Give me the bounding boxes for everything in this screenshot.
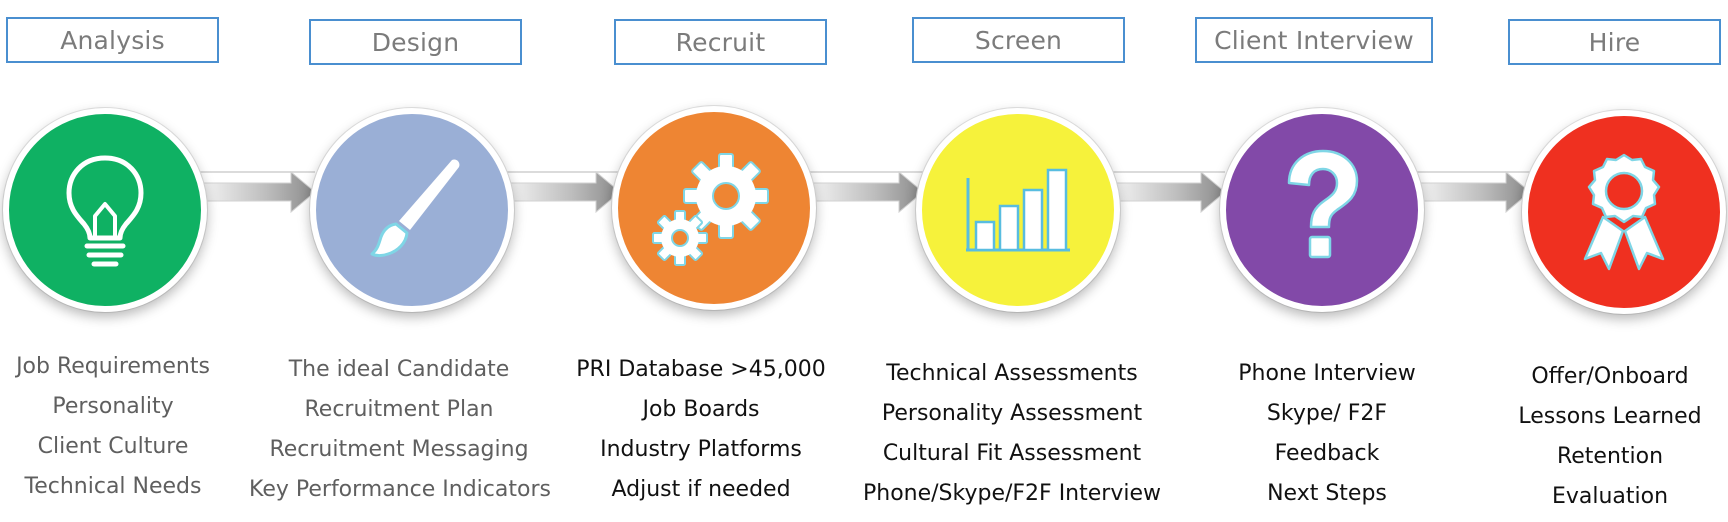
step-circle-hire	[1522, 110, 1726, 314]
label-recruit-text: Recruit	[675, 27, 766, 57]
list-item: Key Performance Indicators	[249, 477, 551, 502]
list-item: Skype/ F2F	[1266, 401, 1388, 426]
list-item: Recruitment Messaging	[269, 437, 529, 462]
step-circle-screen	[916, 108, 1120, 312]
list-item: Phone/Skype/F2F Interview	[862, 481, 1161, 506]
connector-arrow-2	[500, 170, 620, 214]
list-item: Technical Needs	[24, 474, 202, 499]
list-item: Job Requirements	[16, 354, 210, 379]
label-hire-text: Hire	[1588, 27, 1641, 57]
list-screen: Technical Assessments Personality Assess…	[857, 354, 1167, 514]
connector-arrow-4	[1107, 170, 1225, 214]
list-item: Personality Assessment	[881, 401, 1143, 426]
list-hire: Offer/Onboard Lessons Learned Retention …	[1460, 357, 1728, 517]
list-item: Retention	[1556, 444, 1664, 469]
label-design: Design	[309, 19, 522, 65]
list-item: The ideal Candidate	[288, 357, 510, 382]
step-circle-recruit	[612, 106, 816, 310]
list-item: Lessons Learned	[1518, 404, 1702, 429]
connector-arrow-5	[1412, 170, 1530, 214]
gears-icon	[652, 153, 769, 266]
label-screen-text: Screen	[974, 25, 1063, 55]
bar-chart-icon	[966, 168, 1070, 252]
list-item: Phone Interview	[1238, 361, 1416, 386]
award-ribbon-icon	[1583, 153, 1665, 271]
step-circle-client-interview	[1220, 108, 1424, 312]
list-item: Offer/Onboard	[1531, 364, 1689, 389]
label-screen: Screen	[912, 17, 1125, 63]
label-analysis-text: Analysis	[60, 25, 165, 55]
label-design-text: Design	[371, 27, 460, 57]
connector-arrow-3	[803, 170, 923, 214]
list-item: Job Boards	[642, 397, 760, 422]
label-client-interview-text: Client Interview	[1214, 25, 1414, 55]
connector-arrow-1	[195, 170, 315, 214]
question-mark-icon	[1287, 149, 1359, 259]
list-recruit: PRI Database >45,000 Job Boards Industry…	[551, 350, 851, 510]
list-item: Recruitment Plan	[304, 397, 494, 422]
paintbrush-icon	[370, 159, 460, 257]
list-item: Client Culture	[37, 434, 189, 459]
label-recruit: Recruit	[614, 19, 827, 65]
step-circle-analysis	[3, 108, 207, 312]
list-item: Adjust if needed	[611, 477, 791, 502]
list-item: Technical Assessments	[886, 361, 1138, 386]
list-item: Evaluation	[1551, 484, 1669, 509]
list-item: PRI Database >45,000	[576, 357, 826, 382]
label-analysis: Analysis	[6, 17, 219, 63]
list-item: Industry Platforms	[600, 437, 802, 462]
label-hire: Hire	[1508, 19, 1721, 65]
step-circle-design	[310, 108, 514, 312]
list-item: Next Steps	[1267, 481, 1387, 506]
list-analysis: Job Requirements Personality Client Cult…	[0, 347, 263, 507]
list-item: Cultural Fit Assessment	[882, 441, 1142, 466]
list-item: Feedback	[1274, 441, 1380, 466]
list-client-interview: Phone Interview Skype/ F2F Feedback Next…	[1177, 354, 1477, 514]
list-item: Personality	[52, 394, 174, 419]
label-client-interview: Client Interview	[1195, 17, 1433, 63]
lightbulb-icon	[66, 155, 144, 267]
list-design: The ideal Candidate Recruitment Plan Rec…	[249, 350, 551, 510]
